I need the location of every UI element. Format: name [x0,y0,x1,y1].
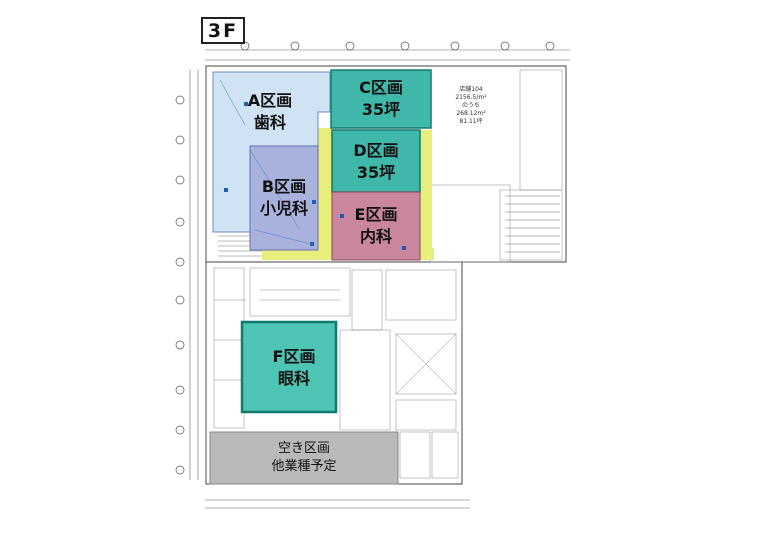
zone-c-use: 35坪 [361,100,401,119]
zone-e-use: 内科 [359,227,392,246]
zone-d-use: 35坪 [356,163,396,182]
vacant-line2: 他業種予定 [271,459,337,474]
zone-b-area[interactable] [249,145,319,251]
store-note-line2: 2156.5/m² [455,94,487,101]
vacant-area[interactable] [209,431,399,485]
zone-c-area[interactable] [330,69,432,129]
zone-a-use: 歯科 [253,113,286,132]
zone-f-label[interactable]: F区画 眼科 [259,346,329,390]
store-note-line3: のうち [461,102,480,109]
zone-b-label[interactable]: B区画 小児科 [250,176,318,220]
store-note-line4: 268.12m² [456,110,486,117]
vacant-line1: 空き区画 [277,441,330,456]
zone-d-name: D区画 [353,141,399,160]
store-note-line5: 81.11坪 [459,118,483,125]
zone-c-name: C区画 [359,78,403,97]
zone-f-area[interactable] [240,320,338,414]
zone-d-label[interactable]: D区画 35坪 [341,140,411,184]
dimension-lines [189,49,570,509]
zone-f-use: 眼科 [277,369,310,388]
floor-label: 3F [201,17,245,44]
zone-c-label[interactable]: C区画 35坪 [346,77,416,121]
zone-a-label[interactable]: A区画 歯科 [240,90,300,134]
zone-a-name: A区画 [247,91,293,110]
zone-b-name: B区画 [261,177,307,196]
zone-guide-lines [219,79,316,246]
zone-f-name: F区画 [272,347,316,366]
store-note-line1: 店舗104 [459,86,483,93]
zone-b-use: 小児科 [259,199,308,218]
zone-e-label[interactable]: E区画 内科 [341,204,411,248]
grid-markers [175,41,555,475]
vacant-label[interactable]: 空き区画 他業種予定 [234,440,374,476]
store-note: 店舗104 2156.5/m² のうち 268.12m² 81.11坪 [446,86,496,126]
zone-d-area[interactable] [331,129,421,193]
zone-e-name: E区画 [354,205,398,224]
